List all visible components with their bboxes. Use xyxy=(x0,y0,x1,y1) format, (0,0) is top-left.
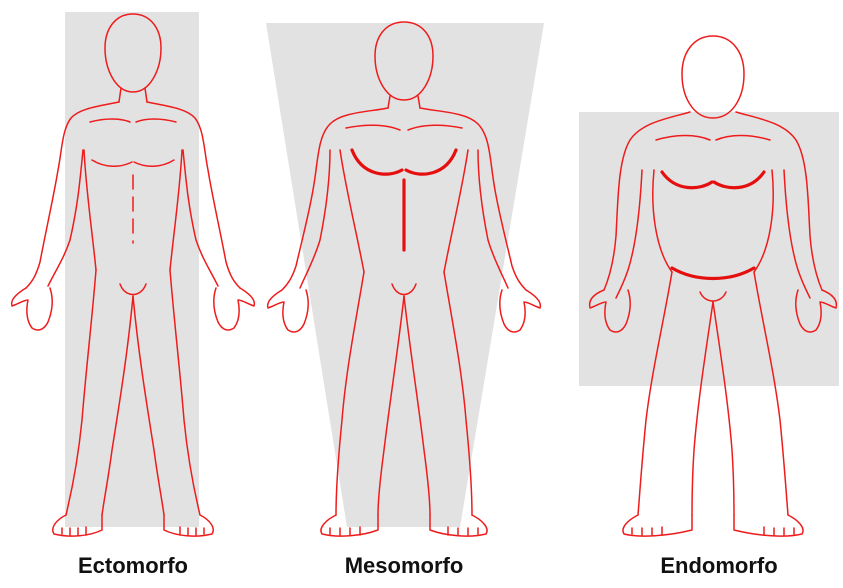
endomorph-shape xyxy=(579,112,839,386)
ectomorph-figure xyxy=(12,12,255,536)
ectomorph-label: Ectomorfo xyxy=(43,553,223,579)
mesomorph-label: Mesomorfo xyxy=(314,553,494,579)
endomorph-label: Endomorfo xyxy=(629,553,809,579)
endomorph-figure xyxy=(579,36,839,536)
mesomorph-figure xyxy=(266,22,544,536)
ectomorph-shape xyxy=(65,12,199,527)
